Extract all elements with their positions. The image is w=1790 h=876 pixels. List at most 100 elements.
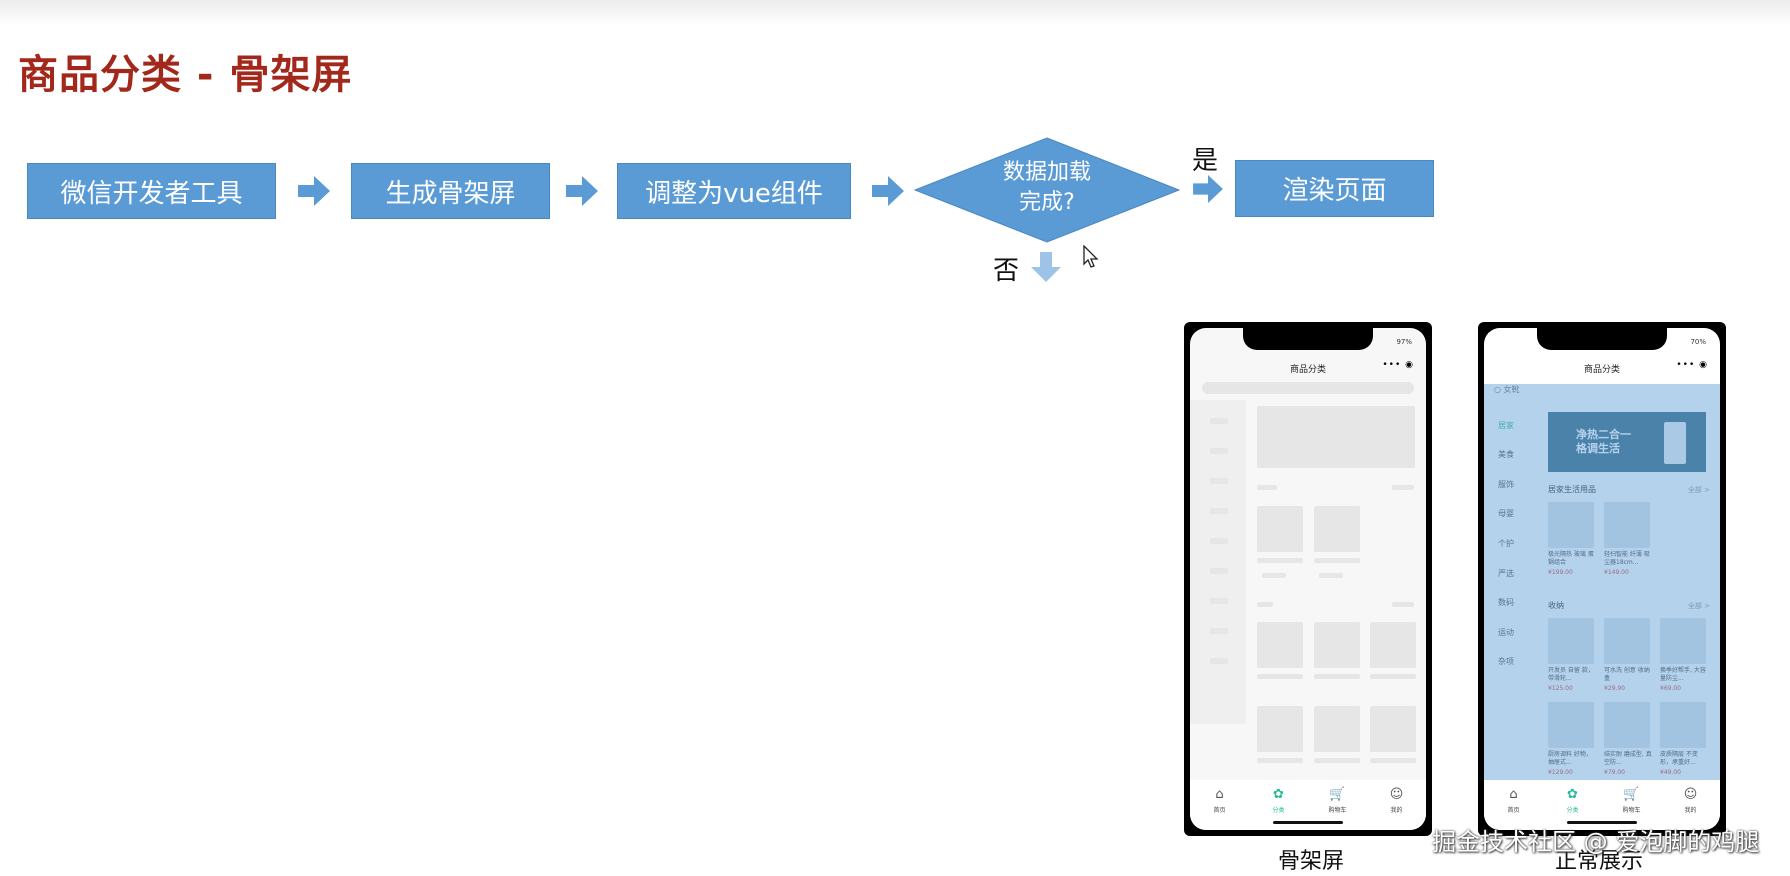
tab-mine[interactable]: ☺我的 (1389, 787, 1404, 815)
normal-caption: 正常展示 (1555, 849, 1644, 874)
user-icon: ☺ (1683, 787, 1698, 802)
battery-status: 97% (1396, 338, 1412, 346)
skeleton-goods-image (1257, 706, 1303, 752)
skeleton-goods-image (1370, 706, 1416, 752)
skeleton-line (1257, 485, 1277, 490)
mouse-cursor-icon (1083, 245, 1099, 268)
section-title: 居家生活用品 (1548, 485, 1596, 494)
goods-item[interactable]: 厨房调料 好物，抽屉式... ¥129.00 (1548, 702, 1596, 776)
category-item[interactable]: 杂项 (1498, 657, 1514, 666)
skeleton-line (1210, 478, 1228, 484)
search-input[interactable]: ○ 女靴 (1494, 385, 1520, 394)
skeleton-goods-image (1257, 506, 1303, 552)
home-indicator (1567, 821, 1637, 824)
category-icon: ✿ (1273, 787, 1284, 802)
skeleton-line (1257, 602, 1273, 607)
step-wechat-devtools: 微信开发者工具 (27, 163, 276, 219)
slide-title: 商品分类 - 骨架屏 (18, 52, 353, 98)
category-item[interactable]: 母婴 (1498, 509, 1514, 518)
skeleton-goods-image (1257, 622, 1303, 668)
home-icon: ⌂ (1509, 787, 1518, 802)
goods-item[interactable]: 皮质隔层 不变形，承重好... ¥49.00 (1660, 702, 1708, 776)
category-item[interactable]: 数码 (1498, 598, 1514, 607)
arrow-right-icon (872, 176, 904, 206)
capsule-menu-icon[interactable]: ••• ◉ (1676, 360, 1708, 370)
phone-notch (1537, 328, 1667, 350)
skeleton-line (1314, 674, 1360, 679)
category-item[interactable]: 严选 (1498, 569, 1514, 578)
goods-image (1548, 502, 1594, 548)
category-item[interactable]: 服饰 (1498, 480, 1514, 489)
skeleton-line (1210, 628, 1228, 634)
banner-product-image (1664, 422, 1686, 464)
skeleton-goods-image (1314, 506, 1360, 552)
tab-home[interactable]: ⌂首页 (1213, 787, 1226, 815)
skeleton-line (1370, 674, 1416, 679)
category-item[interactable]: 运动 (1498, 628, 1514, 637)
skeleton-line (1210, 568, 1228, 574)
yes-label: 是 (1192, 146, 1219, 176)
step-render-page: 渲染页面 (1235, 160, 1434, 217)
tab-cart[interactable]: 🛒购物车 (1622, 787, 1641, 815)
capsule-menu-icon[interactable]: ••• ◉ (1382, 360, 1414, 370)
section-more-link[interactable]: 全部 > (1687, 602, 1710, 610)
tab-mine[interactable]: ☺我的 (1683, 787, 1698, 815)
cart-icon: 🛒 (1623, 787, 1640, 802)
arrow-right-icon (1193, 175, 1223, 203)
goods-item[interactable]: 开发员 自留 款，带滑轮... ¥125.00 (1548, 618, 1596, 692)
skeleton-phone: 97% 商品分类 ••• ◉ (1184, 322, 1432, 836)
skeleton-banner (1257, 406, 1415, 468)
skeleton-goods-image (1314, 706, 1360, 752)
goods-image (1660, 618, 1706, 664)
step-generate-skeleton: 生成骨架屏 (351, 163, 550, 219)
skeleton-line (1210, 598, 1228, 604)
skeleton-line (1257, 674, 1303, 679)
goods-item[interactable]: 极光隔热 玻璃 蛋锅组合 ¥199.00 (1548, 502, 1596, 576)
watermark: 掘金技术社区 @ 爱泡脚的鸡腿 (1432, 828, 1760, 856)
tab-category[interactable]: ✿分类 (1272, 787, 1285, 815)
skeleton-line (1319, 573, 1343, 578)
skeleton-line (1257, 558, 1303, 563)
goods-image (1548, 618, 1594, 664)
skeleton-line (1392, 602, 1414, 607)
goods-item[interactable]: 换季好帮手, 大容量防尘... ¥69.00 (1660, 618, 1708, 692)
home-icon: ⌂ (1215, 787, 1224, 802)
phone-notch (1243, 328, 1373, 350)
skeleton-goods-image (1370, 622, 1416, 668)
skeleton-line (1210, 658, 1228, 664)
normal-phone: 70% 商品分类 ••• ◉ ○ 女靴 居家 美食 服饰 母婴 个护 严选 数码… (1478, 322, 1726, 836)
goods-item[interactable]: 轻扫智能 纤薄 吸尘器18cm... ¥149.00 (1604, 502, 1652, 576)
skeleton-caption: 骨架屏 (1278, 849, 1345, 874)
nav-title: 商品分类 (1583, 365, 1620, 375)
section-more-link[interactable]: 全部 > (1687, 486, 1710, 494)
decision-diamond (913, 137, 1181, 243)
skeleton-line (1210, 448, 1228, 454)
skeleton-screen: 97% 商品分类 ••• ◉ (1190, 328, 1426, 830)
decision-label: 数据加载 完成? (1002, 160, 1091, 215)
skeleton-goods-image (1314, 622, 1360, 668)
skeleton-line (1392, 485, 1414, 490)
goods-image (1604, 502, 1650, 548)
arrow-down-icon (1031, 252, 1061, 282)
highlight-overlay (1484, 384, 1720, 780)
goods-item[interactable]: 结实耐 磨成型, 真空防... ¥79.00 (1604, 702, 1652, 776)
search-icon: ○ (1494, 385, 1504, 394)
skeleton-search (1202, 382, 1414, 394)
arrow-right-icon (298, 176, 330, 206)
category-item[interactable]: 个护 (1498, 539, 1514, 548)
goods-item[interactable]: 可水洗 创意 收纳盒 ¥29.90 (1604, 618, 1652, 692)
category-banner[interactable]: 净热二合一 格调生活 (1548, 412, 1706, 472)
battery-status: 70% (1690, 338, 1706, 346)
tab-home[interactable]: ⌂首页 (1507, 787, 1520, 815)
category-item[interactable]: 美食 (1498, 450, 1514, 459)
tab-cart[interactable]: 🛒购物车 (1328, 787, 1347, 815)
skeleton-sidebar (1190, 400, 1246, 724)
user-icon: ☺ (1389, 787, 1404, 802)
skeleton-line (1210, 538, 1228, 544)
tab-category[interactable]: ✿分类 (1566, 787, 1579, 815)
category-item[interactable]: 居家 (1498, 421, 1514, 430)
skeleton-line (1210, 418, 1228, 424)
goods-image (1548, 702, 1594, 748)
goods-image (1660, 702, 1706, 748)
skeleton-line (1314, 558, 1360, 563)
